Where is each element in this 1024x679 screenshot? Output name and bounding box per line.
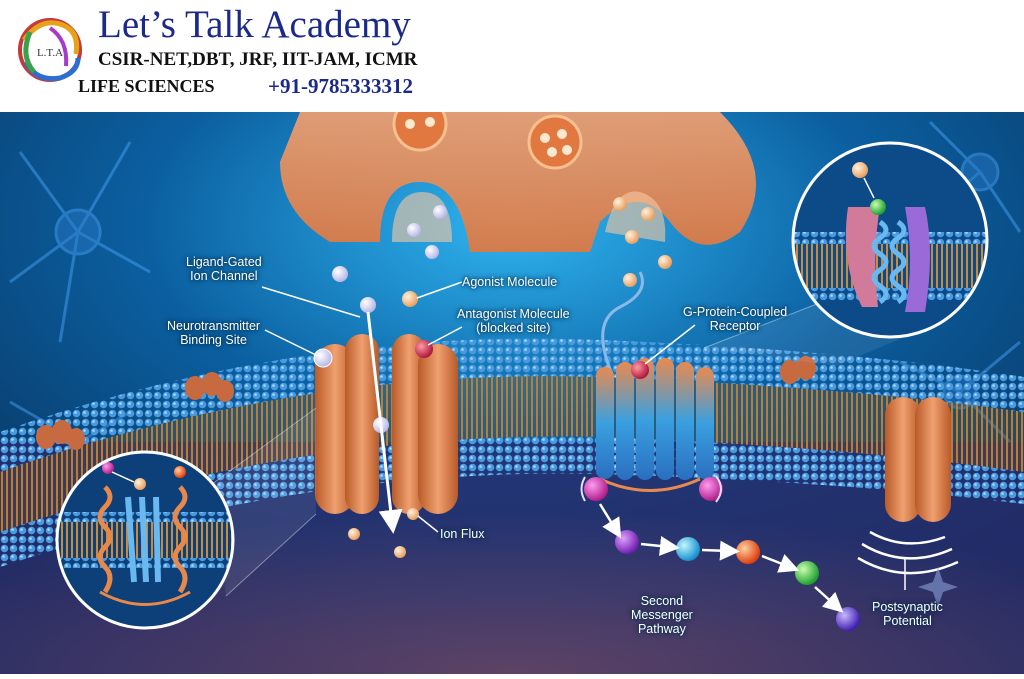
synapse-illustration: Ligand-Gated Ion Channel Agonist Molecul… xyxy=(0,96,1024,674)
small-receptors xyxy=(36,356,816,450)
label-binding-site: Neurotransmitter Binding Site xyxy=(167,319,261,347)
cell-membrane xyxy=(0,338,1024,567)
presynaptic-terminal xyxy=(280,96,756,252)
subject-label: LIFE SCIENCES xyxy=(78,76,215,96)
label-ligand-gated: Ligand-Gated Ion Channel xyxy=(186,255,262,283)
synapse-artwork xyxy=(0,96,1024,674)
label-gpcr: G-Protein-Coupled Receptor xyxy=(683,305,788,333)
phone-number: +91-9785333312 xyxy=(268,74,413,98)
second-messenger-pathway xyxy=(580,475,860,631)
label-antagonist: Antagonist Molecule (blocked site) xyxy=(457,307,570,335)
ligand-gated-channel xyxy=(313,311,458,558)
label-agonist: Agonist Molecule xyxy=(462,275,558,289)
exam-list: CSIR-NET,DBT, JRF, IIT-JAM, ICMR xyxy=(98,49,418,70)
gpcr-zoom-inset xyxy=(703,141,989,366)
gpcr-receptor xyxy=(596,271,714,492)
neurotransmitters xyxy=(332,197,672,313)
leader-lines xyxy=(261,281,696,533)
voltage-channel xyxy=(857,397,959,607)
label-second-messenger: Second Messenger Pathway xyxy=(631,594,693,636)
academy-logo: L.T.A xyxy=(18,18,82,82)
page-title: Let’s Talk Academy xyxy=(98,3,411,46)
label-ion-flux: Ion Flux xyxy=(440,527,485,541)
logo-text: L.T.A xyxy=(37,47,63,59)
header: L.T.A Let’s Talk Academy CSIR-NET,DBT, J… xyxy=(0,0,1024,112)
channel-zoom-inset xyxy=(55,407,317,630)
label-postsynaptic: Postsynaptic Potential xyxy=(872,600,943,628)
